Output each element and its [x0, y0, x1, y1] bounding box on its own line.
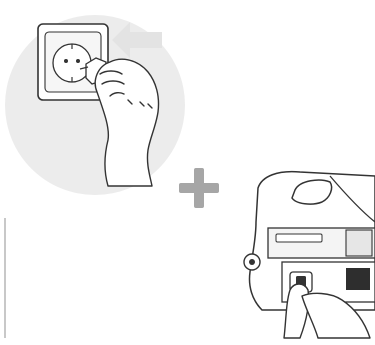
- wall-socket-panel: [5, 15, 185, 195]
- vent-icon: [346, 268, 370, 290]
- knob-icon: [244, 254, 260, 270]
- device-panel: [244, 172, 375, 338]
- divider-line: [4, 218, 6, 338]
- plus-icon: [179, 168, 219, 208]
